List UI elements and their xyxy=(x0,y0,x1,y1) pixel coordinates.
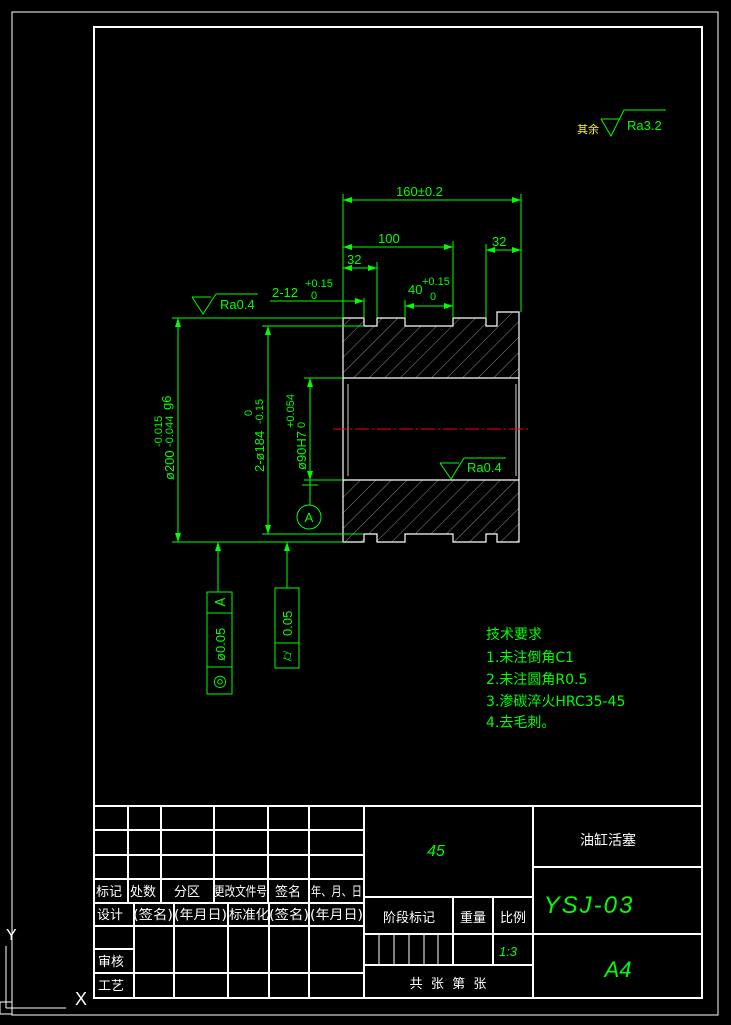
dim-groove40-text: 40 xyxy=(408,282,422,297)
scale-label: 比例 xyxy=(500,911,526,926)
ucs-x-label: X xyxy=(75,989,87,1009)
piston-section-view xyxy=(333,311,530,543)
design-label: (签名) xyxy=(133,907,173,923)
roughness-general-prefix: 其余 xyxy=(577,122,599,136)
revision-label: 分区 xyxy=(174,885,200,900)
dimension-lines xyxy=(172,194,522,592)
upper-wall-section xyxy=(342,311,520,379)
tech-req-item: 3.渗碳淬火HRC35-45 xyxy=(486,694,625,710)
drawing-number-text: YSJ-03 xyxy=(544,892,635,919)
revision-label: 更改文件号 xyxy=(214,885,267,900)
tech-req-item: 4.去毛刺。 xyxy=(486,715,555,731)
datum-a-marker: A xyxy=(296,504,322,530)
sheet-info-label: 共 张 第 张 xyxy=(410,977,487,992)
dim-dia184-tol-lower: -0.15 xyxy=(254,399,266,424)
dim-dia200-text: ø200 xyxy=(162,450,177,480)
dim-groove40-tol-upper: +0.15 xyxy=(422,276,450,288)
dim-160-text: 160±0.2 xyxy=(396,184,443,199)
roughness-general-value: Ra3.2 xyxy=(627,118,662,133)
weight-label: 重量 xyxy=(460,910,486,926)
scale-value-text: 1:3 xyxy=(499,944,518,959)
design-label: (年月日) xyxy=(310,908,363,923)
roughness-left-value: Ra0.4 xyxy=(220,297,255,312)
dim-dia90-tol-lower: 0 xyxy=(296,422,308,428)
outer-border xyxy=(11,11,719,1016)
dim-dia184-text: 2-ø184 xyxy=(252,431,267,472)
process-label: 工艺 xyxy=(98,979,124,994)
revision-label: 签名 xyxy=(275,884,301,900)
review-label: 审核 xyxy=(98,955,124,970)
stage-mark-label: 阶段标记 xyxy=(383,911,435,926)
dim-dia184-tol-upper: 0 xyxy=(243,410,255,416)
dim-dia200-group: ø200 -0.015 -0.044 g6 xyxy=(153,396,177,480)
design-label: (签名) xyxy=(269,907,309,923)
ucs-y-label: Y xyxy=(6,927,17,944)
inner-border xyxy=(93,26,703,999)
revision-label: 年、月、日 xyxy=(311,885,362,900)
dim-left32-text: 32 xyxy=(347,252,361,267)
dimension-texts: 160±0.2 100 32 32 2-12 +0.15 0 40 +0.15 … xyxy=(153,184,506,480)
gdt-cylindricity-frame: 0.05 ⌭ xyxy=(274,587,300,669)
gdt-cylindricity-value: 0.05 xyxy=(280,611,295,636)
dim-dia90-tol-upper: +0.054 xyxy=(285,394,297,428)
roughness-bore-icon xyxy=(439,457,506,480)
revision-label: 处数 xyxy=(130,885,156,900)
gdt-concentricity-value: ø0.05 xyxy=(213,628,228,661)
dim-dia90-text: ø90H7 xyxy=(294,431,309,470)
ucs-icon xyxy=(0,946,66,1015)
roughness-left-icon xyxy=(191,293,258,315)
lower-wall-section xyxy=(342,479,520,543)
design-label: 设计 xyxy=(97,908,123,923)
part-name-text: 油缸活塞 xyxy=(580,832,636,849)
concentricity-icon: ◎ xyxy=(213,671,227,690)
tech-req-item: 1.未注倒角C1 xyxy=(486,650,574,666)
design-label: (年月日) xyxy=(174,908,227,923)
technical-requirements: 技术要求 1.未注倒角C1 2.未注圆角R0.5 3.渗碳淬火HRC35-45 … xyxy=(486,627,625,731)
roughness-symbols xyxy=(191,109,666,480)
dim-dia90-group: ø90H7 +0.054 0 xyxy=(285,394,309,470)
dim-groove12-tol-upper: +0.15 xyxy=(305,278,333,290)
dim-100-text: 100 xyxy=(378,231,400,246)
tech-req-item: 2.未注圆角R0.5 xyxy=(486,672,587,688)
arrowheads xyxy=(175,197,521,551)
sheet-frame xyxy=(11,11,719,1016)
dim-dia200-tol-lower: -0.044 xyxy=(164,416,176,447)
dim-dia200-tol-upper: -0.015 xyxy=(153,416,165,447)
roughness-general-icon xyxy=(600,109,666,138)
datum-a-label: A xyxy=(305,510,314,525)
revision-label: 标记 xyxy=(96,885,122,900)
tech-req-title: 技术要求 xyxy=(486,627,542,643)
material-text: 45 xyxy=(427,843,445,860)
dim-groove40-tol-lower: 0 xyxy=(430,291,436,303)
design-label: 标准化 xyxy=(229,908,269,923)
gdt-concentricity-datum: A xyxy=(214,597,229,606)
title-block-texts: 45 油缸活塞 YSJ-03 A4 1:3 标记 处数 分区 更改文件号 签名 … xyxy=(96,832,636,994)
gdt-concentricity-frame: A ø0.05 ◎ xyxy=(206,591,233,695)
dim-dia200-fit: g6 xyxy=(159,396,174,410)
dim-right32-text: 32 xyxy=(492,234,506,249)
roughness-texts: 其余 Ra3.2 Ra0.4 Ra0.4 xyxy=(220,118,662,475)
dim-groove12-text: 2-12 xyxy=(272,285,298,300)
dim-groove12-tol-lower: 0 xyxy=(311,290,317,302)
sheet-size-text: A4 xyxy=(603,957,632,982)
title-block-grid xyxy=(94,805,702,998)
roughness-bore-value: Ra0.4 xyxy=(467,460,502,475)
dim-dia184-group: 2-ø184 0 -0.15 xyxy=(243,399,267,472)
cylindricity-icon: ⌭ xyxy=(278,650,296,661)
